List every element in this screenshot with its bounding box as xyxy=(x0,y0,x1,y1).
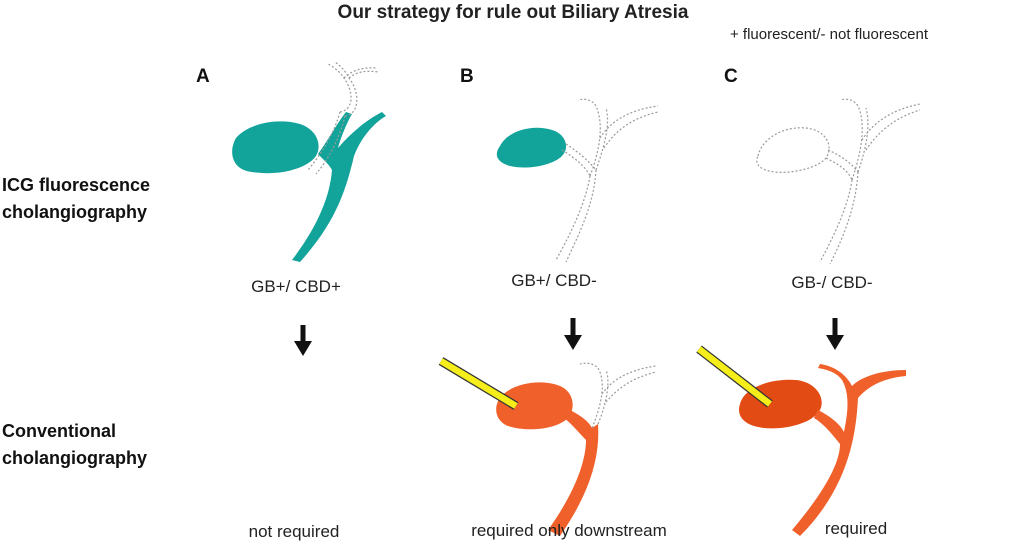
panel-c-duct-outline xyxy=(819,98,921,265)
panel-label-c: C xyxy=(724,66,738,87)
panel-a-icg-illustration xyxy=(232,61,386,262)
arrow-b xyxy=(564,318,582,350)
diagram-title: Our strategy for rule out Biliary Atresi… xyxy=(337,2,689,23)
panel-b-catheter xyxy=(439,358,518,409)
panel-b-cystic-duct-outline xyxy=(561,143,597,177)
panel-b-conventional-illustration xyxy=(438,357,657,536)
legend-text: + fluorescent/- not fluorescent xyxy=(730,26,929,43)
panel-b-conv-gallbladder xyxy=(496,382,573,430)
panel-b-bile-duct-outline xyxy=(555,98,659,263)
row-label-conv-line2: cholangiography xyxy=(2,448,148,468)
panel-c-icg-illustration xyxy=(756,98,921,265)
arrow-c xyxy=(826,318,844,350)
panel-a-gallbladder xyxy=(232,121,319,174)
panel-label-a: A xyxy=(196,66,210,87)
panel-b-requirement: required only downstream xyxy=(471,521,667,540)
panel-c-conv-duct xyxy=(792,364,906,536)
row-label-conventional: Conventional cholangiography xyxy=(2,418,147,472)
panel-c-requirement: required xyxy=(824,519,888,538)
panel-c-catheter xyxy=(697,346,772,407)
arrow-a xyxy=(294,325,312,356)
panel-a-bile-duct xyxy=(292,112,386,262)
panel-a-requirement: not required xyxy=(248,522,340,541)
panel-c-result: GB-/ CBD- xyxy=(791,273,873,292)
row-label-conv-line1: Conventional xyxy=(2,421,117,441)
panel-label-b: B xyxy=(460,66,474,87)
panel-a-result: GB+/ CBD+ xyxy=(251,277,341,296)
panel-b-result: GB+/ CBD- xyxy=(511,271,597,290)
panel-b-conv-upper-outline xyxy=(579,362,657,429)
row-label-icg: ICG fluorescence cholangiography xyxy=(2,172,150,226)
panel-b-icg-illustration xyxy=(496,98,659,263)
panel-b-conv-duct xyxy=(548,408,599,536)
panel-b-gallbladder xyxy=(496,127,567,168)
row-label-icg-line1: ICG fluorescence xyxy=(2,175,151,195)
panel-c-gallbladder-outline xyxy=(756,127,830,173)
panel-c-conventional-illustration xyxy=(696,345,906,536)
row-label-icg-line2: cholangiography xyxy=(2,202,148,222)
